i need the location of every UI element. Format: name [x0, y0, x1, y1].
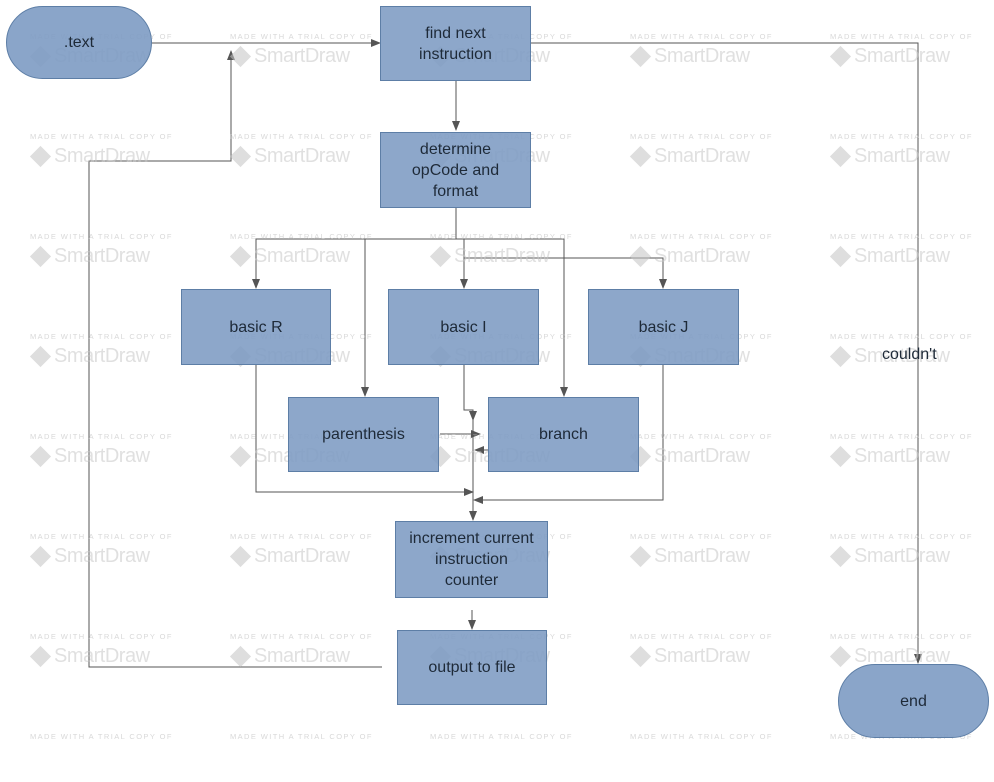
process-find-next-label: find next instruction: [419, 24, 492, 63]
flowchart-connectors: [88, 39, 922, 668]
edge-determine-split-right: [464, 257, 667, 289]
process-output-to-file[interactable]: output to file: [397, 630, 547, 705]
process-basic-r-label: basic R: [229, 318, 283, 336]
process-branch-label: branch: [539, 426, 588, 443]
process-parenthesis[interactable]: parenthesis: [288, 397, 439, 472]
edge-determine-to-branch: [464, 238, 568, 397]
end-terminal[interactable]: end: [838, 664, 989, 738]
edge-determine-to-parenthesis: [256, 238, 369, 397]
end-terminal-label: end: [900, 692, 927, 710]
process-basic-i-label: basic I: [440, 318, 487, 336]
process-branch[interactable]: branch: [488, 397, 639, 472]
process-determine-opcode[interactable]: determine opCode and format: [380, 132, 531, 208]
process-output-label: output to file: [428, 659, 516, 676]
edge-label-couldnt: couldn't: [882, 346, 937, 363]
edge-find-next-to-end: [531, 42, 922, 664]
process-increment-label: increment current instruction counter: [409, 530, 534, 589]
process-find-next-instruction[interactable]: find next instruction: [380, 6, 531, 81]
process-determine-label: determine opCode and format: [411, 140, 500, 200]
edge-determine-to-basic-i: [456, 238, 468, 289]
edge-basic-i-down: [463, 365, 477, 421]
process-increment-counter[interactable]: increment current instruction counter: [395, 521, 548, 598]
edge-basic-j-to-increment: [473, 365, 664, 504]
process-basic-j[interactable]: basic J: [588, 289, 739, 365]
start-terminal-label: .text: [63, 34, 95, 51]
process-basic-i[interactable]: basic I: [388, 289, 539, 365]
process-basic-j-label: basic J: [638, 318, 689, 336]
edge-determine-split-left: [252, 208, 457, 289]
edge-basic-r-to-increment: [255, 365, 474, 496]
process-parenthesis-label: parenthesis: [322, 426, 405, 443]
start-terminal-text[interactable]: .text: [6, 6, 152, 79]
edge-output-loop-back: [88, 50, 382, 668]
process-basic-r[interactable]: basic R: [181, 289, 331, 365]
